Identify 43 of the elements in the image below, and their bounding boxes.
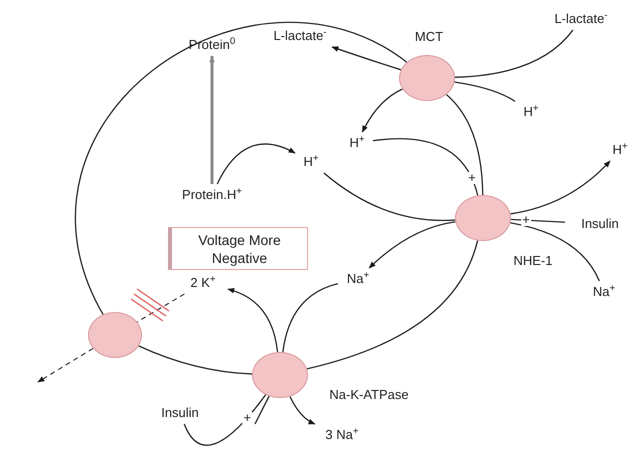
ion-label: H$^{+}$	[343, 134, 371, 152]
connector-line	[454, 81, 516, 102]
connector-line	[372, 138, 478, 196]
connector-line	[184, 394, 266, 446]
arrow	[368, 221, 456, 268]
note-box: Voltage More Negative	[168, 227, 308, 270]
connector-line	[446, 94, 484, 196]
ion-label: Insulin	[567, 215, 633, 233]
arrow	[331, 46, 402, 70]
ion-label: Na$^{+}$	[340, 270, 376, 288]
connector-line	[454, 30, 574, 78]
connector-line	[306, 240, 478, 370]
ion-label: L-lactate$^{-}$	[262, 27, 338, 45]
ion-label: 2 K$^{+}$	[180, 274, 226, 292]
connector-line	[324, 172, 456, 222]
edge-label: +	[521, 214, 531, 226]
transporter-label: NHE-1	[512, 252, 554, 269]
ion-label: Na$^{+}$	[586, 283, 622, 301]
transporter-label: MCT	[414, 28, 444, 45]
arrow	[216, 143, 296, 184]
connector-line	[138, 345, 252, 375]
ion-label: H$^{+}$	[606, 141, 634, 159]
connector-line	[75, 22, 407, 315]
edge-label: +	[242, 412, 252, 424]
ion-label: L-lactate$^{-}$	[541, 10, 621, 28]
ion-label: Insulin	[150, 404, 210, 422]
transporter-label: Na-K-ATPase	[328, 386, 410, 403]
ion-label: Protein$^{0}$	[172, 36, 252, 54]
edge-label: +	[467, 172, 477, 184]
arrow	[510, 160, 610, 214]
arrow	[227, 288, 278, 352]
arrow	[289, 396, 316, 425]
ion-label: H$^{+}$	[297, 153, 325, 171]
ion-label: 3 Na$^{+}$	[316, 426, 368, 444]
arrow	[362, 88, 403, 133]
connector-line	[282, 283, 338, 352]
ion-label: H$^{+}$	[517, 103, 545, 121]
connector-line	[510, 222, 600, 282]
ion-label: Protein.H$^{+}$	[161, 186, 263, 204]
connector-line	[254, 396, 270, 424]
dashed-arrow	[37, 348, 94, 382]
channel-circle	[88, 312, 142, 358]
arrow	[209, 55, 215, 184]
